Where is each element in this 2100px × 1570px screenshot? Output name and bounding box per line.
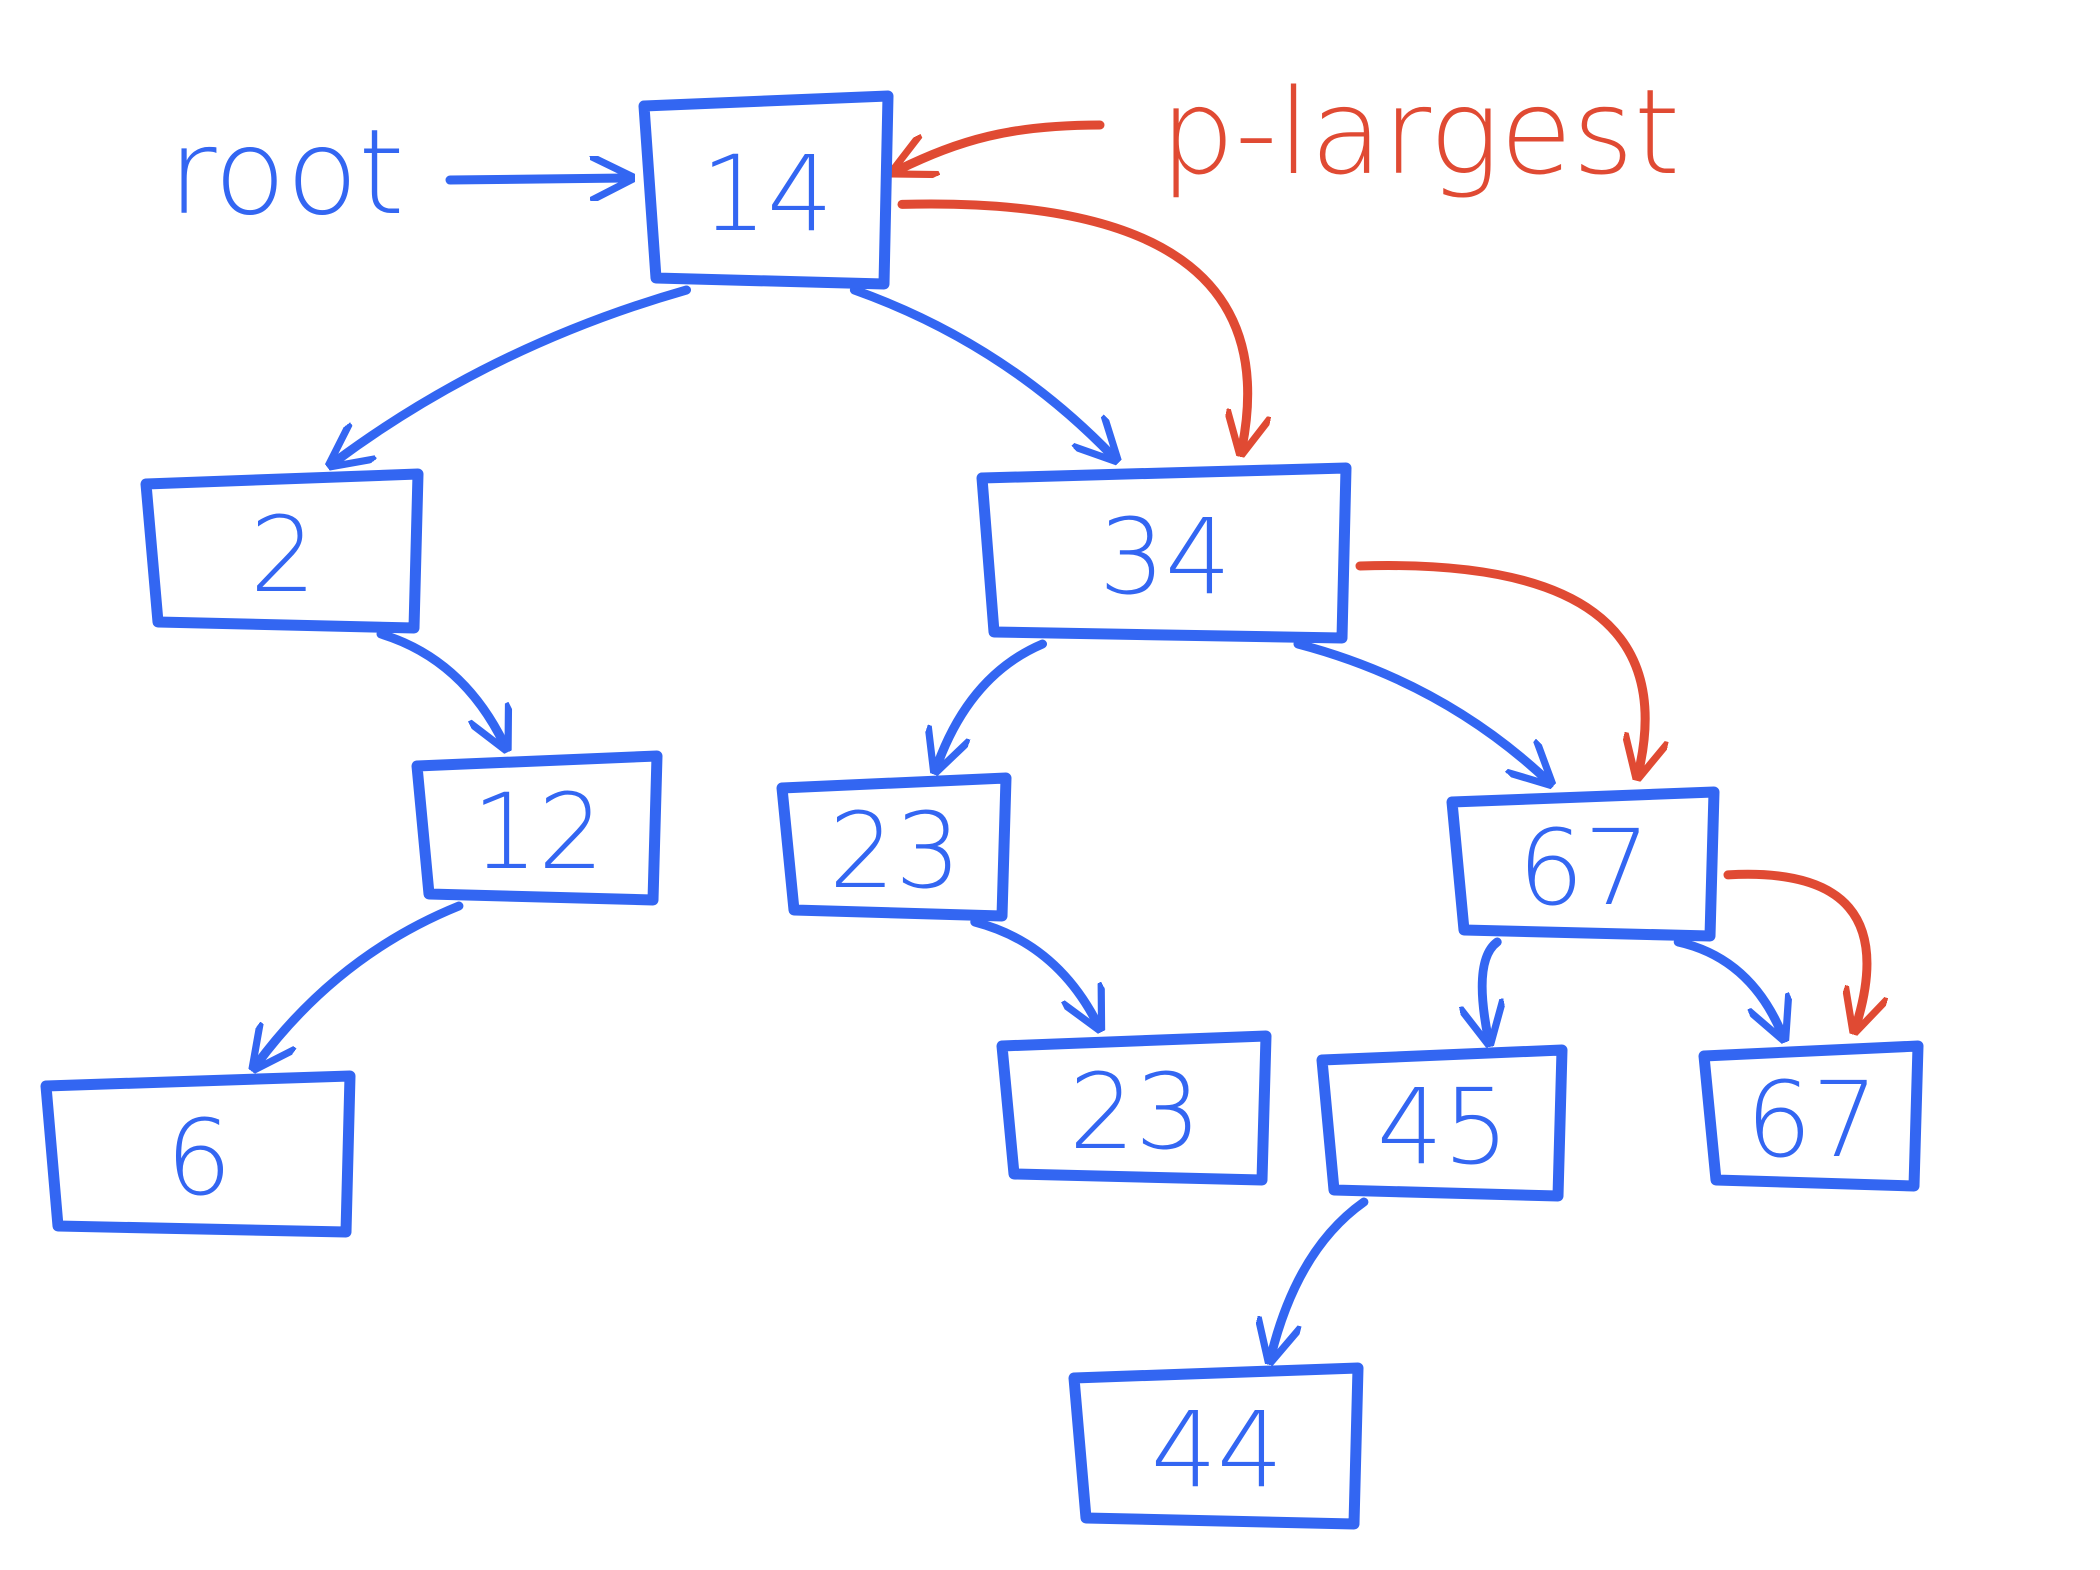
p-largest-arrow xyxy=(898,120,1105,170)
tree-node-n23a: 23 xyxy=(776,772,1012,922)
tree-node-n44: 44 xyxy=(1068,1362,1364,1530)
p-largest-step-n67a-n67b xyxy=(1723,869,1867,1026)
node-value: 44 xyxy=(1151,1389,1283,1511)
tree-edge-n14-n2 xyxy=(335,285,691,462)
root-label: root xyxy=(168,103,405,241)
node-box xyxy=(996,1030,1272,1186)
node-box xyxy=(1316,1044,1568,1202)
node-value: 67 xyxy=(1746,1059,1878,1181)
node-box xyxy=(1698,1040,1924,1192)
tree-edge-n12-n6 xyxy=(257,901,464,1064)
tree-edge-n34-n23a xyxy=(937,639,1047,766)
node-value: 14 xyxy=(701,133,833,255)
tree-edges xyxy=(257,285,1782,1356)
tree-edge-n14-n34 xyxy=(849,285,1112,456)
node-box xyxy=(638,90,894,290)
tree-node-n45: 45 xyxy=(1316,1044,1568,1202)
node-value: 34 xyxy=(1099,496,1231,618)
node-value: 45 xyxy=(1377,1066,1509,1188)
tree-node-n34: 34 xyxy=(976,462,1352,644)
p-largest-label: p-largest xyxy=(1160,63,1680,201)
tree-nodes: 14 2 34 12 23 67 6 23 45 67 44 xyxy=(40,90,1924,1530)
node-value: 2 xyxy=(250,494,316,616)
root-arrow xyxy=(445,178,626,180)
tree-node-n6: 6 xyxy=(40,1070,356,1238)
node-box xyxy=(1446,786,1720,942)
node-box xyxy=(140,468,424,634)
tree-node-n14: 14 xyxy=(638,90,894,290)
node-box xyxy=(976,462,1352,644)
tree-edge-n45-n44 xyxy=(1271,1197,1369,1356)
tree-node-n23b: 23 xyxy=(996,1030,1272,1186)
node-box xyxy=(40,1070,356,1238)
tree-node-n67b: 67 xyxy=(1698,1040,1924,1192)
tree-node-n12: 12 xyxy=(411,750,663,906)
node-box xyxy=(776,772,1012,922)
node-value: 23 xyxy=(1069,1051,1201,1173)
node-value: 23 xyxy=(829,790,961,912)
node-value: 12 xyxy=(472,771,604,893)
node-box xyxy=(411,750,663,906)
p-largest-step-n14-n34 xyxy=(897,199,1248,448)
tree-node-n2: 2 xyxy=(140,468,424,634)
tree-node-n67a: 67 xyxy=(1446,786,1720,942)
node-value: 6 xyxy=(166,1097,232,1219)
p-largest-step-n34-n67a xyxy=(1355,561,1645,772)
node-box xyxy=(1068,1362,1364,1530)
node-value: 67 xyxy=(1518,807,1650,929)
tree-edge-n67a-n67b xyxy=(1673,937,1782,1034)
tree-edge-n67a-n45 xyxy=(1482,937,1497,1038)
p-largest-path xyxy=(897,199,1867,1026)
tree-edge-n23a-n23b xyxy=(970,917,1098,1024)
tree-edge-n2-n12 xyxy=(376,629,504,744)
tree-edge-n34-n67a xyxy=(1293,639,1547,780)
